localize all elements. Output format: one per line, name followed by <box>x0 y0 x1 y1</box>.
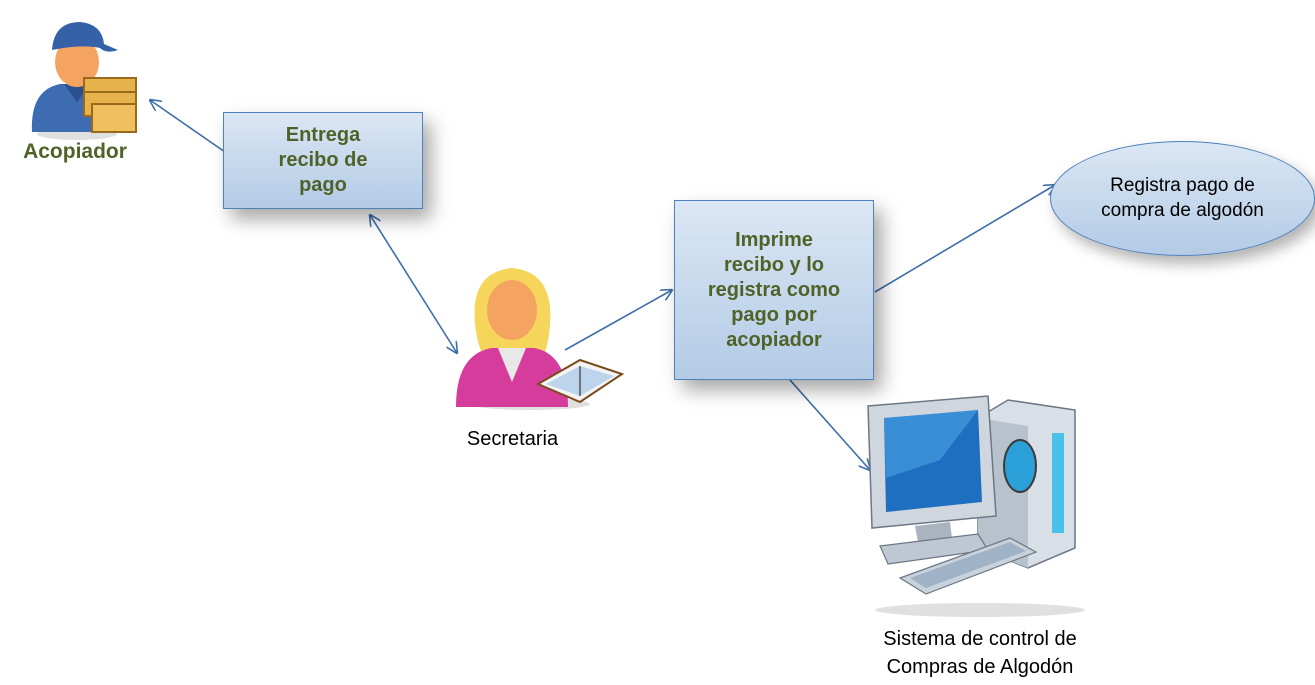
arrow-entrega-to-acopiador <box>150 100 226 153</box>
entrega-recibo-box: Entrega recibo de pago <box>223 112 423 209</box>
computer-icon <box>867 395 1085 617</box>
arrow-imprime-to-registra <box>874 185 1055 293</box>
imprime-recibo-box: Imprime recibo y lo registra como pago p… <box>674 200 874 380</box>
arrow-secretaria-to-imprime <box>564 290 672 351</box>
secretary-icon <box>456 268 625 410</box>
delivery-worker-icon <box>31 22 137 140</box>
arrow-imprime-to-sistema <box>789 379 870 470</box>
secretaria-label: Secretaria <box>466 428 559 450</box>
sistema-label: Sistema de control de Compras de Algodón <box>883 628 1077 678</box>
acopiador-label: Acopiador <box>23 140 127 163</box>
arrow-entrega-secretaria <box>370 215 457 353</box>
registra-pago-ellipse: Registra pago de compra de algodón <box>1050 141 1315 256</box>
